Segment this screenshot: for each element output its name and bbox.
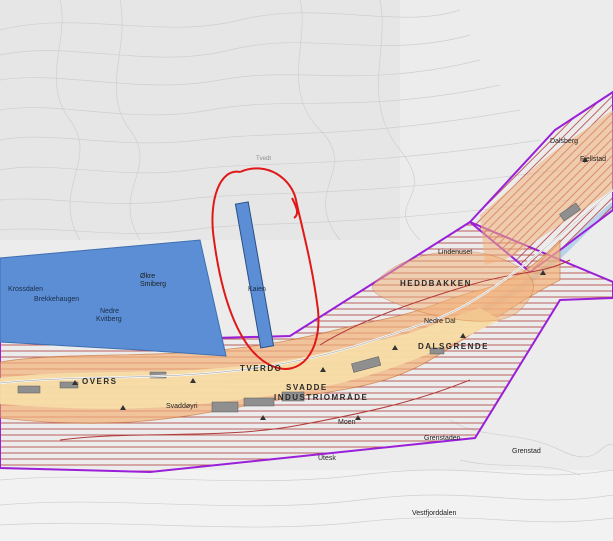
terrain-shade-south — [0, 470, 613, 541]
label-lindenuset: Lindenuset — [438, 249, 473, 256]
red-contour-south — [59, 379, 471, 441]
label-krosset: Krossdalen — [8, 286, 44, 293]
contour-lines — [0, 0, 613, 528]
red-contour-north — [319, 259, 571, 346]
label-tverdo: TVERDO — [240, 364, 283, 373]
label-okre: Økre — [140, 273, 156, 280]
label-okre-sub: Smiberg — [140, 281, 167, 288]
label-tvedt: Tvedt — [256, 156, 272, 162]
settlement-east — [480, 110, 613, 265]
settlement-band-inner — [0, 308, 500, 409]
label-svaddoeyri: Svaddøyri — [166, 403, 198, 410]
label-svadde: SVADDE — [286, 383, 328, 392]
label-dalsgrende: DALSGRENDE — [418, 342, 490, 351]
label-moen: Moen — [338, 419, 356, 426]
blue-area-west — [0, 239, 227, 357]
label-uteskaug: Utesk — [318, 455, 336, 462]
label-kvitberg: Kvitberg — [96, 316, 122, 323]
annotation-circle — [211, 167, 320, 370]
label-overs: OVERS — [82, 377, 118, 386]
label-nedre: Nedre — [100, 308, 120, 315]
road-edge — [0, 189, 613, 384]
point-symbols — [72, 157, 588, 420]
blue-pier — [234, 201, 275, 349]
terrain-shade-north — [0, 0, 400, 240]
label-kaien: Kaien — [248, 286, 266, 293]
label-grenstaden: Grenstaden — [424, 435, 461, 442]
label-heddbakken: HEDDBAKKEN — [400, 279, 472, 288]
label-nedre-dal: Nedre Dal — [424, 318, 456, 325]
label-brekke: Brekkehaugen — [34, 296, 80, 303]
label-granstad: Grenstad — [512, 448, 541, 455]
label-dalsberg: Dalsberg — [550, 138, 579, 145]
label-vestfjorddalen: Vestfjorddalen — [412, 510, 457, 517]
label-industri: INDUSTRIOMRÅDE — [274, 393, 369, 402]
label-fjellstad: Fjellstad — [580, 156, 607, 163]
